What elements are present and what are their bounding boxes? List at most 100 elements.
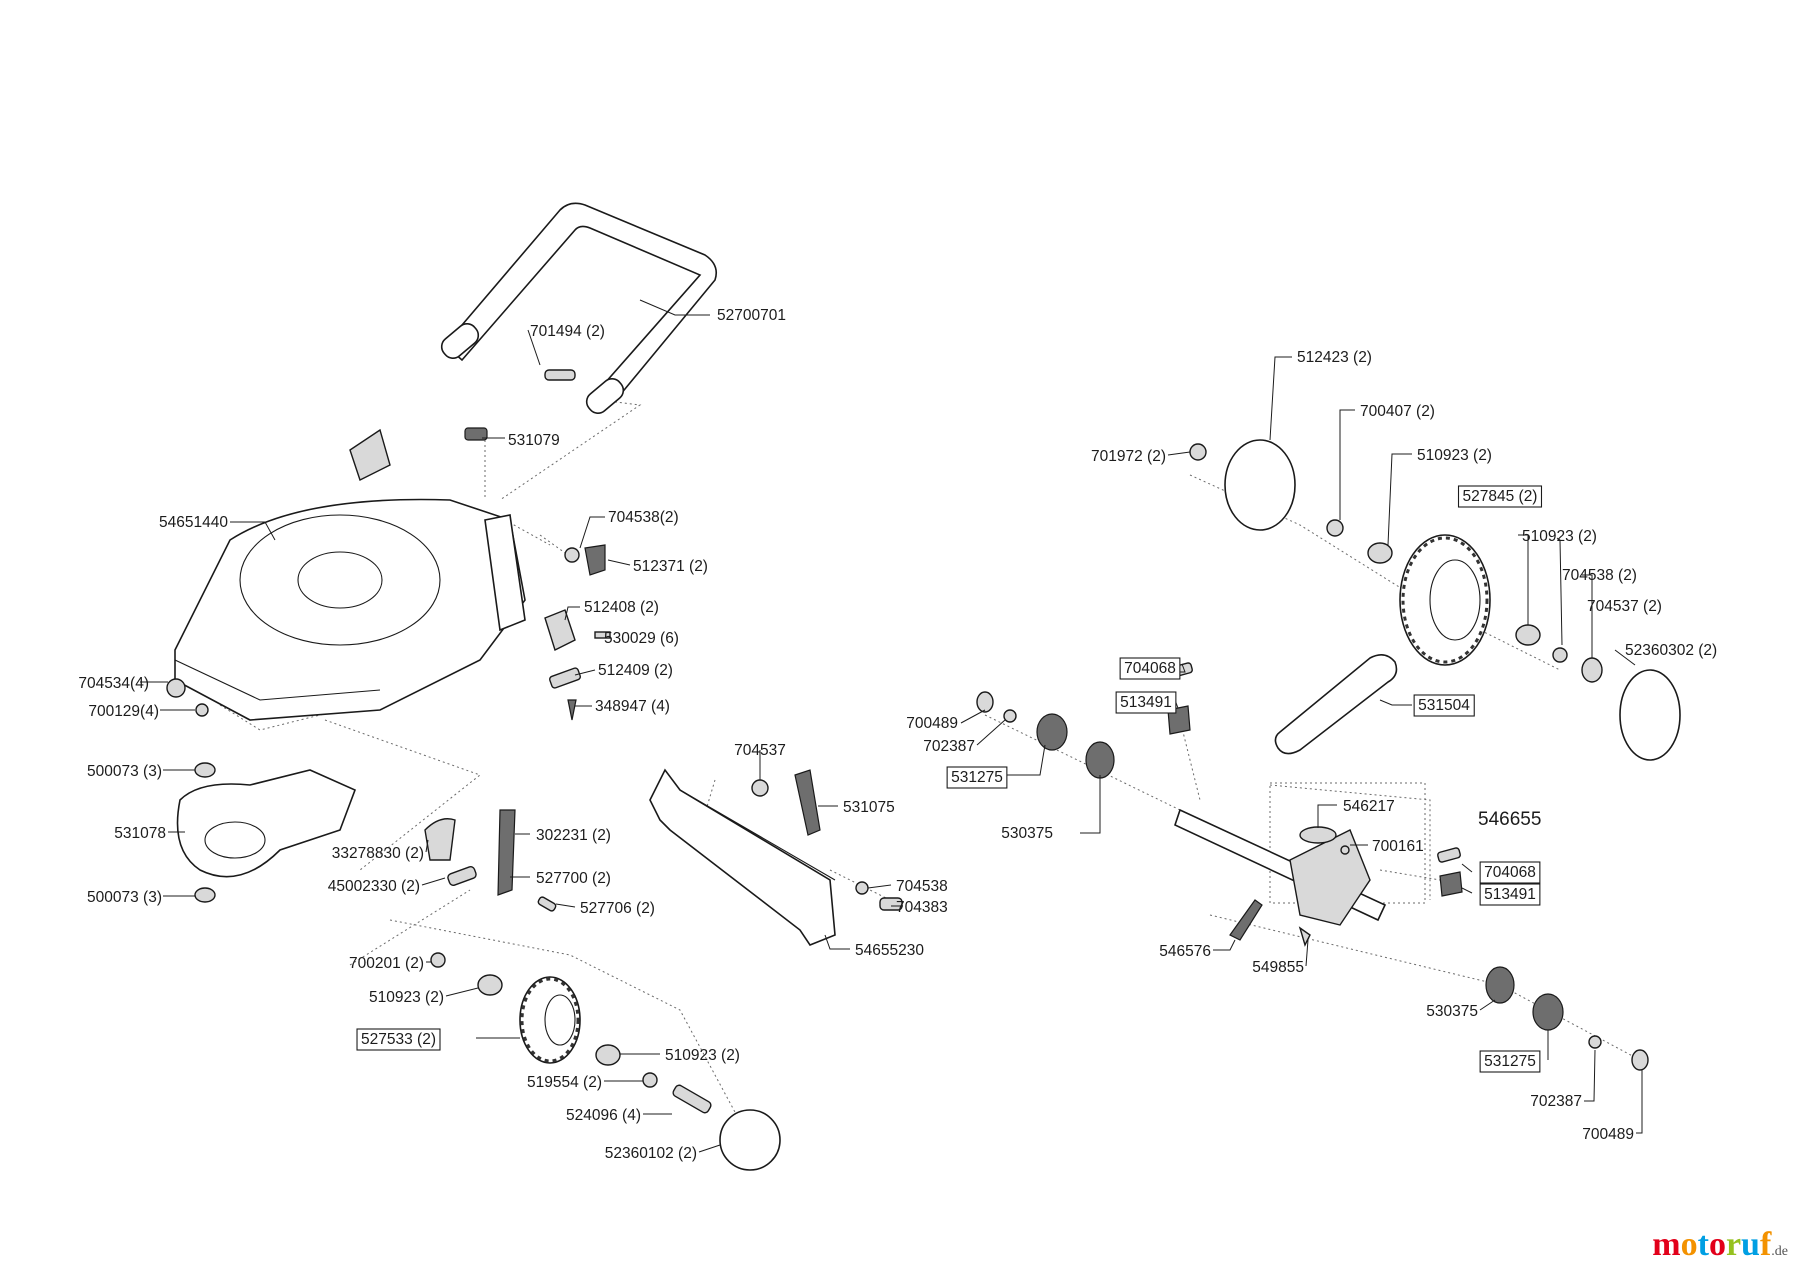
part-number: 531079 (508, 432, 560, 449)
part-label: 52360102 (2) (605, 1145, 697, 1162)
part-label: 546655 (1478, 809, 1541, 830)
front-wheel-group (430, 952, 781, 1171)
part-number: 704537 (2) (1587, 598, 1662, 615)
part-label: 530375 (1426, 1003, 1478, 1020)
part-number: 704537 (734, 742, 786, 759)
part-label: 700489 (1582, 1126, 1634, 1143)
part-number: 546217 (1343, 798, 1395, 815)
part-label: 519554 (2) (527, 1074, 602, 1091)
brand-tld: .de (1771, 1244, 1788, 1259)
drive-belt (1274, 654, 1398, 755)
part-label: 530375 (1001, 825, 1053, 842)
part-label: 701972 (2) (1091, 448, 1166, 465)
part-label-boxed: 527845 (2) (1457, 485, 1543, 508)
part-number-box (356, 1028, 441, 1051)
part-label: 704538 (2) (1562, 567, 1637, 584)
part-number: 52700701 (717, 307, 786, 324)
part-label-boxed: 527533 (2) (356, 1028, 441, 1051)
part-number-box (1119, 657, 1181, 680)
part-number: 33278830 (2) (332, 845, 424, 862)
part-number: 512409 (2) (598, 662, 673, 679)
part-label-boxed: 513491 (1479, 883, 1541, 906)
part-number-box (1479, 1050, 1541, 1073)
brand-logo[interactable]: motoruf.de (1652, 1226, 1788, 1264)
part-label-boxed: 531275 (946, 766, 1008, 789)
part-number: 510923 (2) (1522, 528, 1597, 545)
part-number: 527845 (2) (1463, 488, 1538, 505)
part-label: 531078 (114, 825, 166, 842)
part-number: 700407 (2) (1360, 403, 1435, 420)
part-label: 348947 (4) (595, 698, 670, 715)
part-label: 704538(2) (608, 509, 679, 526)
part-number: 531078 (114, 825, 166, 842)
part-number: 512371 (2) (633, 558, 708, 575)
part-label: 702387 (1530, 1093, 1582, 1110)
handle-bar (440, 202, 718, 414)
part-label: 33278830 (2) (332, 845, 424, 862)
brand-letter: t (1697, 1226, 1709, 1263)
part-number: 549855 (1252, 959, 1304, 976)
part-label: 702387 (923, 738, 975, 755)
part-label: 54651440 (159, 514, 228, 531)
part-label: 700407 (2) (1360, 403, 1435, 420)
mower-deck (174, 427, 526, 721)
part-label: 546576 (1159, 943, 1211, 960)
part-label: 527700 (2) (536, 870, 611, 887)
part-number-box (946, 766, 1008, 789)
part-label: 52700701 (717, 307, 786, 324)
part-number: 500073 (3) (87, 763, 162, 780)
rear-wheel-group (1189, 439, 1681, 761)
part-number: 52360302 (2) (1625, 642, 1717, 659)
brand-letter: r (1725, 1226, 1742, 1263)
part-number: 700489 (1582, 1126, 1634, 1143)
part-label: 524096 (4) (566, 1107, 641, 1124)
part-label: 700201 (2) (349, 955, 424, 972)
part-number: 510923 (2) (665, 1047, 740, 1064)
part-label-boxed: 513491 (1115, 691, 1177, 714)
part-label: 512408 (2) (584, 599, 659, 616)
part-label: 700161 (1372, 838, 1424, 855)
part-number: 524096 (4) (566, 1107, 641, 1124)
part-number: 519554 (2) (527, 1074, 602, 1091)
part-label: 700489 (906, 715, 958, 732)
part-label: 500073 (3) (87, 889, 162, 906)
part-number: 546576 (1159, 943, 1211, 960)
part-number: 701972 (2) (1091, 448, 1166, 465)
part-label: 549855 (1252, 959, 1304, 976)
part-label: 531075 (843, 799, 895, 816)
part-label: 704538 (896, 878, 948, 895)
part-number-box (1115, 691, 1177, 714)
part-label: 54655230 (855, 942, 924, 959)
part-number: 52360102 (2) (605, 1145, 697, 1162)
part-number: 530375 (1001, 825, 1053, 842)
part-number-box (1479, 861, 1541, 884)
part-number: 510923 (2) (369, 989, 444, 1006)
brand-letter: u (1741, 1226, 1760, 1263)
part-number: 704068 (1124, 660, 1176, 677)
part-number: 704538 (2) (1562, 567, 1637, 584)
part-number: 527700 (2) (536, 870, 611, 887)
part-number: 530029 (6) (604, 630, 679, 647)
part-label: 700129(4) (88, 703, 159, 720)
part-label: 510923 (2) (1417, 447, 1492, 464)
part-label: 512371 (2) (633, 558, 708, 575)
part-label: 531079 (508, 432, 560, 449)
part-label: 302231 (2) (536, 827, 611, 844)
part-number: 700489 (906, 715, 958, 732)
part-label: 45002330 (2) (328, 878, 420, 895)
part-number: 531275 (1484, 1053, 1536, 1070)
part-label: 52360302 (2) (1625, 642, 1717, 659)
part-label: 704534(4) (78, 675, 149, 692)
part-label: 704537 (2) (1587, 598, 1662, 615)
part-number: 54651440 (159, 514, 228, 531)
brand-letter: f (1759, 1226, 1772, 1263)
rear-axle-bracket (649, 768, 903, 946)
part-label: 510923 (2) (369, 989, 444, 1006)
part-number: 704534(4) (78, 675, 149, 692)
part-number: 704068 (1484, 864, 1536, 881)
part-number-box (1413, 694, 1475, 717)
part-number: 700129(4) (88, 703, 159, 720)
part-label: 512409 (2) (598, 662, 673, 679)
